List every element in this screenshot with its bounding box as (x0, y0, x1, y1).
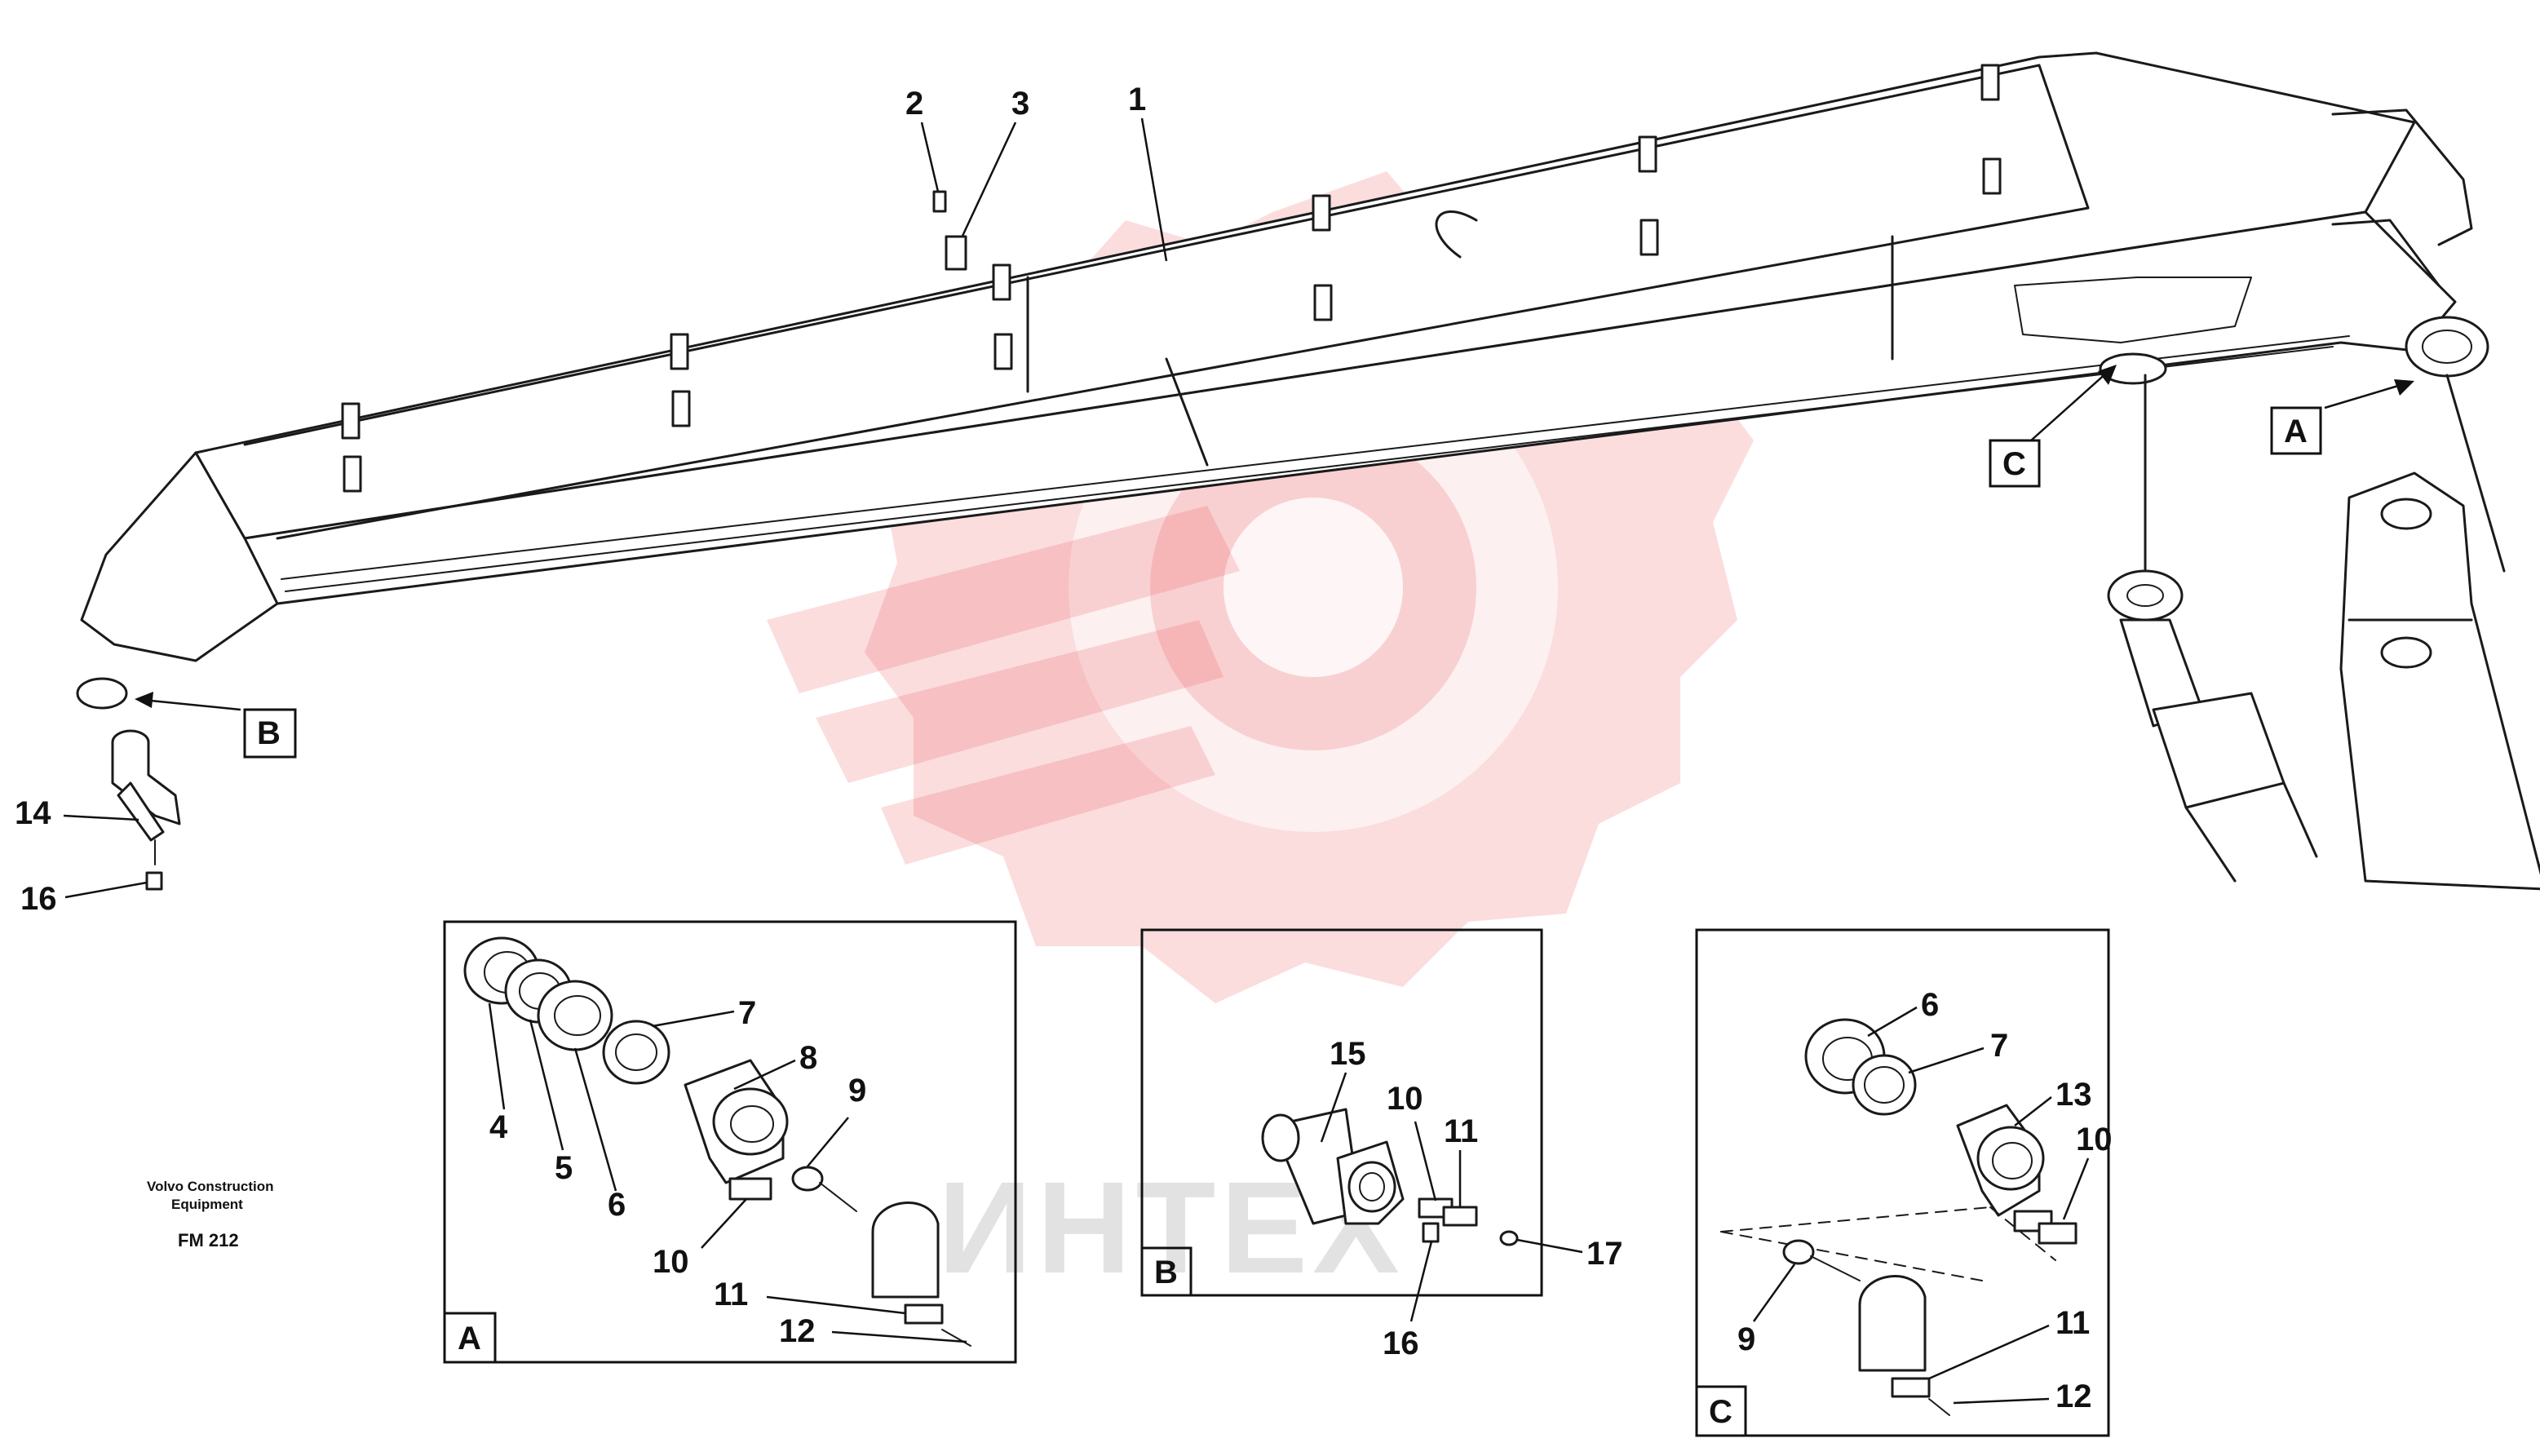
lifting-eye (1435, 210, 1478, 259)
main-callouts: 1 2 3 (905, 82, 1168, 271)
svg-text:11: 11 (714, 1277, 748, 1312)
svg-text:5: 5 (555, 1150, 573, 1186)
callout-14: 14 (15, 795, 51, 831)
boom-cylinder (2107, 374, 2318, 883)
boom-arm (76, 51, 2489, 710)
detail-view-c: C 6 7 13 10 9 11 12 (1695, 928, 2113, 1437)
hose-clamps (341, 64, 2002, 493)
svg-text:FM 212: FM 212 (178, 1230, 239, 1250)
manufacturer-credit: Volvo Construction Equipment FM 212 (147, 1179, 274, 1250)
svg-text:9: 9 (1737, 1321, 1755, 1357)
svg-text:11: 11 (2055, 1305, 2090, 1341)
detail-view-b: B 15 10 11 16 17 (1140, 928, 1623, 1361)
svg-text:10: 10 (2076, 1122, 2113, 1157)
svg-text:16: 16 (1383, 1325, 1419, 1361)
svg-text:10: 10 (1387, 1081, 1423, 1117)
svg-text:6: 6 (608, 1187, 626, 1223)
svg-text:10: 10 (653, 1244, 689, 1280)
svg-text:6: 6 (1921, 987, 1939, 1023)
view-marker-a: A (2270, 379, 2414, 455)
svg-text:15: 15 (1330, 1036, 1366, 1072)
svg-text:A: A (2284, 414, 2308, 449)
view-marker-b: B (135, 692, 297, 759)
pivot-boss-a (2405, 316, 2489, 378)
pivot-boss-c (2099, 352, 2167, 385)
callout-2: 2 (905, 86, 923, 122)
svg-text:B: B (257, 715, 281, 751)
svg-text:4: 4 (489, 1109, 508, 1145)
svg-text:7: 7 (738, 995, 756, 1031)
callout-3: 3 (1011, 86, 1029, 122)
svg-text:13: 13 (2055, 1077, 2092, 1113)
svg-text:17: 17 (1586, 1236, 1623, 1272)
svg-text:9: 9 (848, 1073, 866, 1109)
pin-bracket-detail: 14 16 (15, 729, 181, 917)
base-bracket (2339, 374, 2540, 891)
view-marker-c: C (1989, 365, 2117, 488)
svg-text:Equipment: Equipment (171, 1197, 243, 1212)
svg-text:C: C (1709, 1394, 1732, 1430)
svg-text:12: 12 (2055, 1379, 2092, 1414)
detail-view-a: A 7 8 9 4 5 6 10 11 12 (443, 920, 1017, 1364)
svg-text:12: 12 (779, 1313, 816, 1349)
svg-text:Volvo Construction: Volvo Construction (147, 1179, 274, 1194)
callout-1: 1 (1128, 82, 1146, 117)
svg-text:7: 7 (1990, 1028, 2008, 1064)
nose-pin-boss (76, 677, 128, 710)
rear-handle (2331, 108, 2473, 246)
svg-text:8: 8 (799, 1040, 817, 1076)
svg-text:11: 11 (1444, 1113, 1478, 1149)
callout-16: 16 (20, 881, 57, 917)
svg-text:A: A (458, 1321, 481, 1356)
svg-text:C: C (2002, 446, 2026, 482)
svg-text:B: B (1154, 1255, 1178, 1290)
